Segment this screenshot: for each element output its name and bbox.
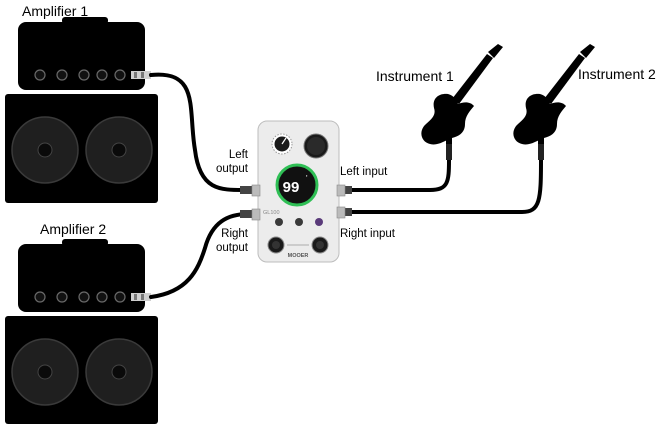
left-output-label-line1: Left [228,149,248,161]
amplifier-2-head [18,239,151,312]
pedal-footswitch-right [311,236,329,254]
amplifier-1-head [18,17,151,90]
pedal-display [275,163,319,207]
pedal-mode-buttons [275,218,323,226]
right-output-label-line2: output [216,242,248,254]
cable-instrument2-to-right-input [348,158,543,214]
left-output-label: Left output [196,148,248,176]
amp-knobs [34,69,126,81]
amp-jack [131,293,151,301]
instrument-2-guitar [513,44,595,145]
pedal-footswitch-left [267,236,285,254]
cable-amp1-to-left-output [149,72,250,193]
left-input-label: Left input [340,166,388,178]
instrument-1-guitar [421,44,503,145]
amplifier-2-label: Amplifier 2 [40,221,107,237]
amplifier-2-cabinet [5,316,158,424]
pedal-brand-label: MOOER [288,253,309,259]
cable-plugs [240,142,544,218]
cable-amp2-to-right-output [149,212,250,299]
amplifier-2 [5,239,158,424]
pedal-knob-right [303,133,329,159]
pedal-model-label: GL100 [263,210,280,216]
left-output-jack [251,184,261,197]
pedal-display-tick: ' [306,174,308,183]
amp-handle [62,17,108,24]
cable-instrument1-to-left-input [348,158,451,192]
amp-handle [62,239,108,246]
right-output-jack [251,208,261,221]
amp-knobs [34,291,126,303]
pedal-knob-left [271,133,293,155]
right-output-label-line1: Right [221,228,248,240]
right-input-jack [336,206,346,219]
instrument-1-label: Instrument 1 [376,68,454,84]
amp-jack [131,71,151,79]
amplifier-1-label: Amplifier 1 [22,3,89,19]
right-input-label: Right input [340,228,395,240]
left-output-label-line2: output [216,163,248,175]
left-input-jack [336,184,346,197]
effects-pedal: 99 ' GL100 MOOER [251,120,346,263]
pedal-display-value: 99 [283,179,300,196]
right-output-label: Right output [196,227,248,255]
amplifier-1-cabinet [5,94,158,203]
instrument-2-label: Instrument 2 [578,66,656,82]
amplifier-1 [5,17,158,203]
